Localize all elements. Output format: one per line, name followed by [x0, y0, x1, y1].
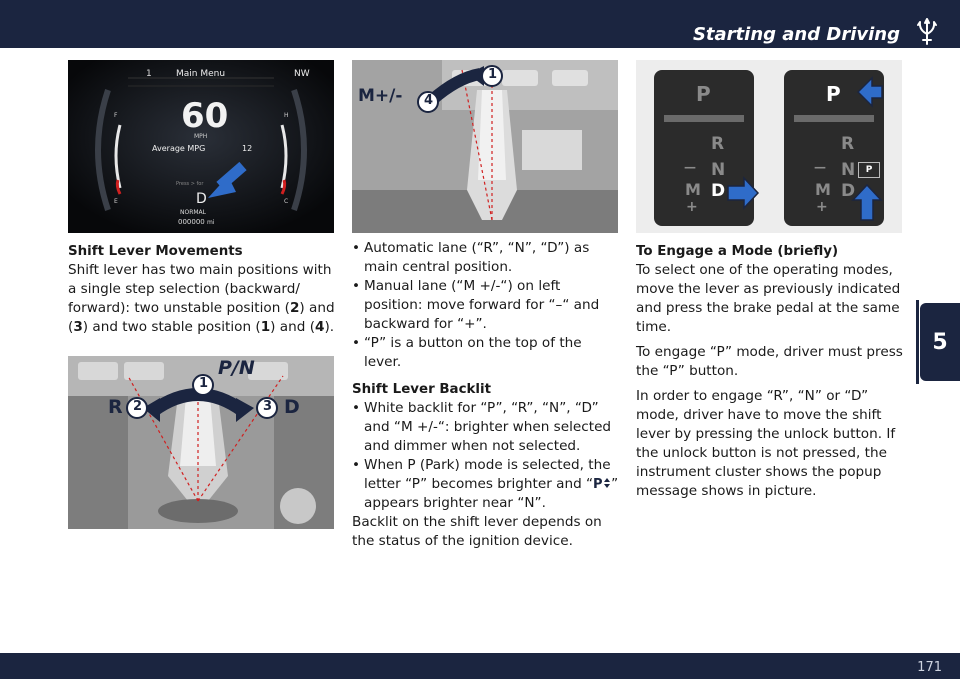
- chapter-tab[interactable]: 5: [920, 303, 960, 381]
- left-d-selected: D: [711, 181, 726, 201]
- right-d: D: [841, 181, 856, 201]
- right-p-selected: P: [826, 82, 841, 106]
- section-heading: Shift Lever Movements: [68, 244, 243, 259]
- cluster-speed-unit: MPH: [194, 133, 208, 140]
- right-unlock-icon: P: [858, 162, 880, 178]
- body-paragraph: In order to engage “R”, “N” or “D” mode,…: [636, 388, 896, 499]
- left-minus: —: [684, 160, 696, 174]
- body-paragraph: To select one of the operating modes, mo…: [636, 262, 901, 335]
- body-paragraph: To engage “P” mode, driver must press th…: [636, 344, 903, 379]
- section-title: Starting and Driving: [692, 24, 900, 45]
- cluster-odometer: 000000 mi: [178, 218, 215, 226]
- park-unlock-icon: P: [593, 476, 611, 492]
- callout-3: 3: [263, 399, 273, 414]
- lever-lanes-section: Automatic lane (“R”, “N”, “D”) as main c…: [352, 239, 622, 551]
- label-pn: P/N: [218, 357, 255, 379]
- svg-text:P: P: [593, 477, 603, 490]
- trident-logo-icon: [917, 18, 937, 45]
- left-m: M: [685, 180, 701, 199]
- lever-figure-manual: M+/- 1 4: [352, 60, 618, 233]
- lever-figure-directions: P/N R D 1 2 3: [68, 356, 334, 529]
- callout-2: 2: [133, 399, 143, 414]
- right-n: N: [841, 160, 856, 180]
- cluster-fuel-e: E: [114, 198, 118, 205]
- cluster-menu-label: Main Menu: [176, 69, 226, 79]
- header-bar: [0, 0, 960, 48]
- label-r: R: [108, 396, 123, 418]
- footer-bar: [0, 653, 960, 679]
- cluster-avg-value: 12: [242, 144, 253, 153]
- section-heading: To Engage a Mode (briefly): [636, 244, 839, 259]
- label-d: D: [284, 396, 300, 418]
- right-m: M: [815, 180, 831, 199]
- cluster-temp-c: C: [284, 198, 289, 205]
- engage-mode-section: To Engage a Mode (briefly) To select one…: [636, 242, 906, 501]
- cluster-temp-h: H: [284, 112, 289, 119]
- left-n: N: [711, 160, 726, 180]
- bullet-item: When P (Park) mode is selected, the lett…: [352, 456, 622, 513]
- cluster-avg-label: Average MPG: [152, 144, 206, 153]
- cluster-menu-index: 1: [146, 69, 152, 79]
- bullet-item: White backlit for “P”, “R”, “N”, “D” and…: [352, 399, 622, 456]
- chapter-tab-rule: [916, 300, 919, 384]
- body-paragraph: Shift lever has two main positions with …: [68, 262, 335, 335]
- gear-indicator-figure: P R N — M D + P R N P — M D +: [636, 60, 902, 233]
- right-plus: +: [816, 199, 828, 215]
- left-plus: +: [686, 199, 698, 215]
- cluster-mode: NORMAL: [180, 209, 207, 216]
- bullet-item: Automatic lane (“R”, “N”, “D”) as main c…: [352, 239, 622, 277]
- bullet-item: “P” is a button on the top of the lever.: [352, 334, 622, 372]
- left-p: P: [696, 82, 711, 106]
- cluster-fuel-f: F: [114, 112, 118, 119]
- section-heading: Shift Lever Backlit: [352, 382, 492, 397]
- shift-lever-movements-section: Shift Lever Movements Shift lever has tw…: [68, 242, 338, 337]
- callout-1: 1: [488, 67, 498, 82]
- callout-4: 4: [424, 93, 434, 108]
- cluster-compass: NW: [294, 69, 310, 79]
- cluster-speed: 60: [181, 96, 229, 136]
- body-paragraph: Backlit on the shift lever depends on th…: [352, 514, 602, 549]
- right-r: R: [841, 134, 855, 154]
- cluster-gear: D: [196, 191, 207, 207]
- bullet-item: Manual lane (“M +/-“) on left position: …: [352, 277, 622, 334]
- label-m-plus-minus: M+/-: [358, 86, 403, 106]
- left-r: R: [711, 134, 725, 154]
- callout-1: 1: [199, 376, 209, 391]
- cluster-press-text: Press > for: [176, 181, 204, 187]
- right-minus: —: [814, 160, 826, 174]
- page-number: 171: [917, 660, 942, 675]
- cluster-figure: 1 Main Menu NW 60 MPH Average MPG 12 Pre…: [68, 60, 334, 233]
